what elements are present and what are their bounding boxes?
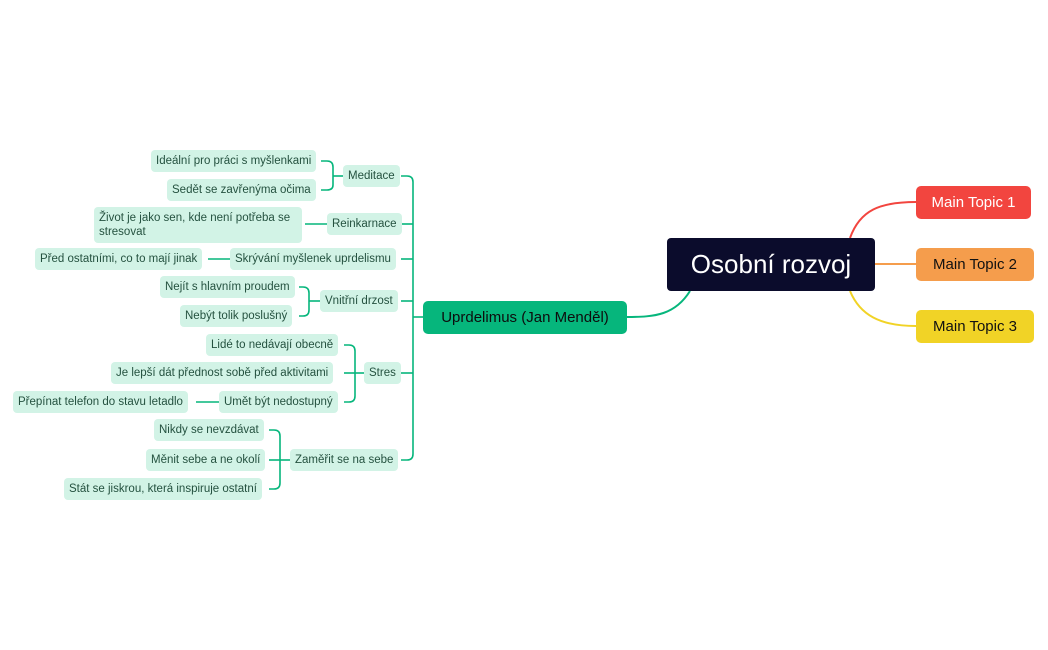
leaf-je-lepsi-dat-prednost[interactable]: Je lepší dát přednost sobě před aktivita… xyxy=(111,362,334,384)
leaf-pred-ostatnimi[interactable]: Před ostatními, co to mají jinak xyxy=(35,248,203,270)
leaf-stat-se-jiskrou[interactable]: Stát se jiskrou, která inspiruje ostatní xyxy=(64,478,262,500)
leaf-zivot-je-jako-sen[interactable]: Život je jako sen, kde není potřeba se s… xyxy=(94,207,302,243)
central-topic[interactable]: Osobní rozvoj xyxy=(667,238,875,291)
leaf-sedet-se-zavrenyma-ocima[interactable]: Sedět se zavřenýma očima xyxy=(167,179,316,201)
branch-topic-uprdelimus[interactable]: Uprdelimus (Jan Menděl) xyxy=(423,301,627,334)
subtopic-reinkarnace[interactable]: Reinkarnace xyxy=(327,213,402,235)
subtopic-zamerit-se-na-sebe[interactable]: Zaměřit se na sebe xyxy=(290,449,399,471)
leaf-nebyt-tolik-poslusny[interactable]: Nebýt tolik poslušný xyxy=(180,305,293,327)
leaf-nikdy-se-nevzdavat[interactable]: Nikdy se nevzdávat xyxy=(154,419,264,441)
subtopic-skryvani-myslenek[interactable]: Skrývání myšlenek uprdelismu xyxy=(230,248,396,270)
main-topic-3[interactable]: Main Topic 3 xyxy=(916,310,1034,343)
leaf-umet-byt-nedostupny[interactable]: Umět být nedostupný xyxy=(219,391,338,413)
subtopic-stres[interactable]: Stres xyxy=(364,362,401,384)
leaf-prepinat-telefon[interactable]: Přepínat telefon do stavu letadlo xyxy=(13,391,188,413)
leaf-nejit-s-hlavnim-proudem[interactable]: Nejít s hlavním proudem xyxy=(160,276,295,298)
leaf-menit-sebe[interactable]: Měnit sebe a ne okolí xyxy=(146,449,266,471)
subtopic-meditace[interactable]: Meditace xyxy=(343,165,400,187)
main-topic-2[interactable]: Main Topic 2 xyxy=(916,248,1034,281)
leaf-idealni-pro-praci[interactable]: Ideální pro práci s myšlenkami xyxy=(151,150,317,172)
main-topic-1[interactable]: Main Topic 1 xyxy=(916,186,1031,219)
leaf-lide-to-nedavaji[interactable]: Lidé to nedávají obecně xyxy=(206,334,339,356)
subtopic-vnitrni-drzost[interactable]: Vnitřní drzost xyxy=(320,290,398,312)
